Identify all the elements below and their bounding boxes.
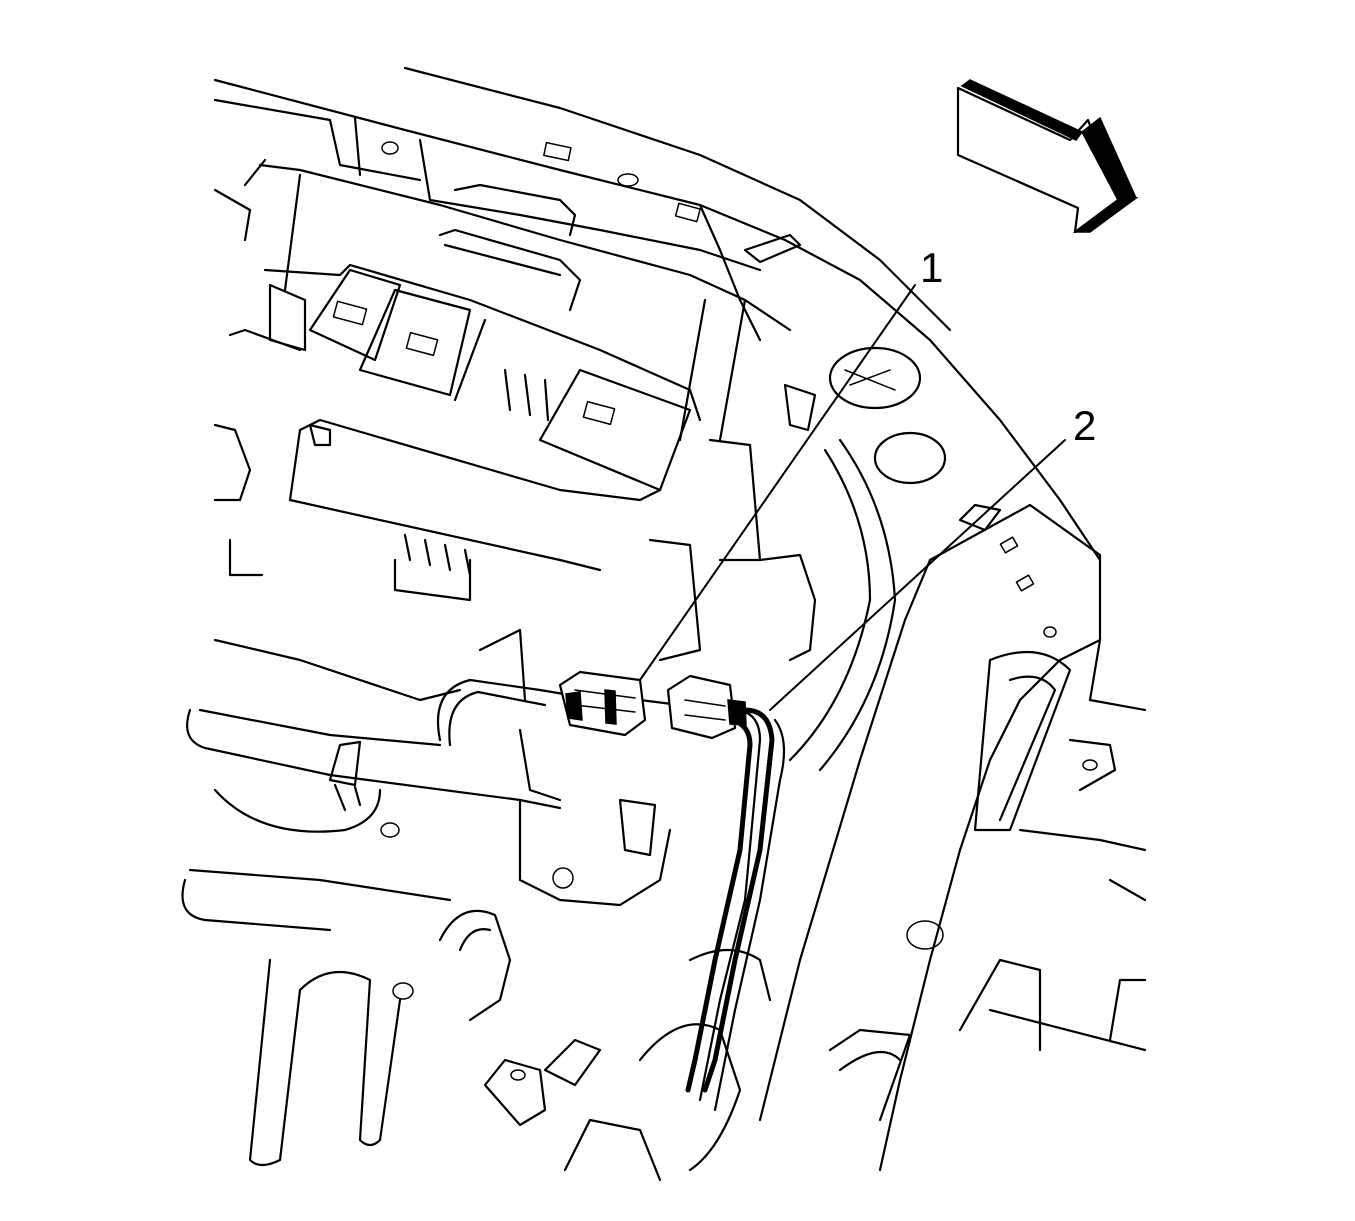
callout-labels: 1 2 <box>920 244 1096 449</box>
callout-leaders <box>639 284 1066 711</box>
body-panel <box>213 66 1102 562</box>
frame-rail <box>758 503 1147 1172</box>
fuse-relay-block <box>213 158 792 577</box>
arrow-front-icon <box>956 79 1139 234</box>
callout-1: 1 <box>920 244 943 291</box>
leader-line-2 <box>769 439 1066 711</box>
apron-details <box>648 346 947 772</box>
leader-line-1 <box>639 284 916 681</box>
lower-structure <box>181 533 772 1182</box>
connector-2 <box>666 674 747 740</box>
connector-1 <box>558 670 647 737</box>
callout-2: 2 <box>1073 402 1096 449</box>
highlighted-harness <box>685 707 775 1093</box>
